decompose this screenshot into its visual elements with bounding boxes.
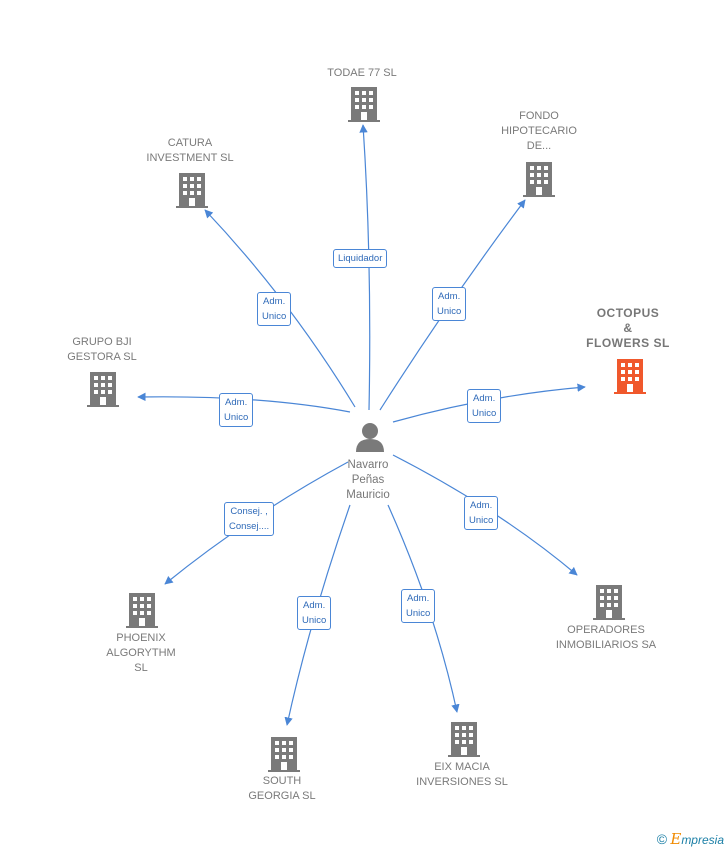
building-icon-todae[interactable] — [348, 87, 380, 122]
role-label-phoenix: Consej. , Consej.... — [224, 502, 275, 536]
role-label-south: Adm. Unico — [297, 596, 332, 630]
copyright-icon: © — [656, 831, 668, 847]
building-icon-south[interactable] — [268, 737, 300, 772]
role-label-eix: Adm. Unico — [401, 589, 436, 623]
building-icon-bji[interactable] — [87, 372, 119, 407]
company-label-fondo[interactable]: FONDO HIPOTECARIO DE... — [501, 110, 577, 152]
role-label-fondo: Adm. Unico — [432, 287, 467, 321]
building-icon-octopus[interactable] — [614, 359, 646, 394]
building-icon-catura[interactable] — [176, 173, 208, 208]
building-icon-fondo[interactable] — [523, 162, 555, 197]
company-label-catura[interactable]: CATURA INVESTMENT SL — [146, 137, 234, 164]
role-label-operadores: Adm. Unico — [464, 496, 499, 530]
company-label-operadores[interactable]: OPERADORES INMOBILIARIOS SA — [555, 624, 657, 651]
company-label-phoenix[interactable]: PHOENIX ALGORYTHM SL — [106, 632, 176, 674]
company-label-south[interactable]: SOUTH GEORGIA SL — [248, 775, 316, 802]
person-name[interactable]: Navarro Peñas Mauricio — [346, 459, 390, 501]
company-label-todae[interactable]: TODAE 77 SL — [327, 67, 397, 79]
building-icon-operadores[interactable] — [593, 585, 625, 620]
brand-logo: © Empresia — [656, 830, 724, 848]
building-icon-eix[interactable] — [448, 722, 480, 757]
company-label-eix[interactable]: EIX MACIA INVERSIONES SL — [416, 761, 508, 788]
role-label-octopus: Adm. Unico — [467, 389, 502, 423]
role-label-bji: Adm. Unico — [219, 393, 254, 427]
role-label-catura: Adm. Unico — [257, 292, 292, 326]
role-label-todae: Liquidador — [333, 249, 388, 268]
company-label-bji[interactable]: GRUPO BJI GESTORA SL — [67, 336, 137, 363]
company-label-octopus[interactable]: OCTOPUS & FLOWERS SL — [586, 306, 670, 350]
person-icon — [356, 423, 384, 452]
building-icon-phoenix[interactable] — [126, 593, 158, 628]
